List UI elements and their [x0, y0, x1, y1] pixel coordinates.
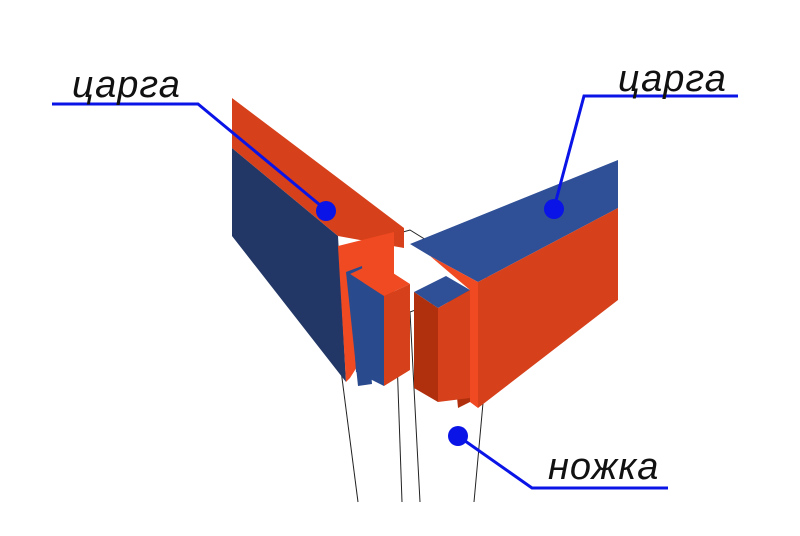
- left-tenon-top: [350, 262, 410, 296]
- leader-leg: [457, 434, 668, 490]
- leader-left-apron: [52, 102, 327, 212]
- label-leg: ножка: [548, 446, 660, 488]
- left-tenon-side: [350, 274, 384, 386]
- label-right-apron: царга: [618, 58, 727, 100]
- leader-dot-left-apron: [316, 201, 336, 221]
- right-tenon-top: [414, 276, 470, 308]
- left-apron-side-face: [232, 148, 346, 382]
- right-tenon-front: [414, 292, 438, 402]
- leader-dot-leg: [448, 426, 468, 446]
- leader-dots: [316, 199, 564, 446]
- leg-edge-front-b: [409, 311, 421, 503]
- leader-right-apron: [552, 94, 738, 209]
- leader-lines: [52, 94, 738, 490]
- right-apron-side-face: [478, 208, 618, 408]
- right-tenon-side: [438, 290, 470, 402]
- right-tenon: [414, 276, 470, 402]
- label-left-apron: царга: [72, 64, 181, 106]
- leader-dot-right-apron: [544, 199, 564, 219]
- right-apron-end-face: [430, 256, 478, 408]
- left-tenon-front: [384, 284, 410, 386]
- left-tenon: [350, 262, 410, 386]
- left-apron-top-face: [232, 98, 404, 248]
- right-apron-top-face: [410, 160, 618, 282]
